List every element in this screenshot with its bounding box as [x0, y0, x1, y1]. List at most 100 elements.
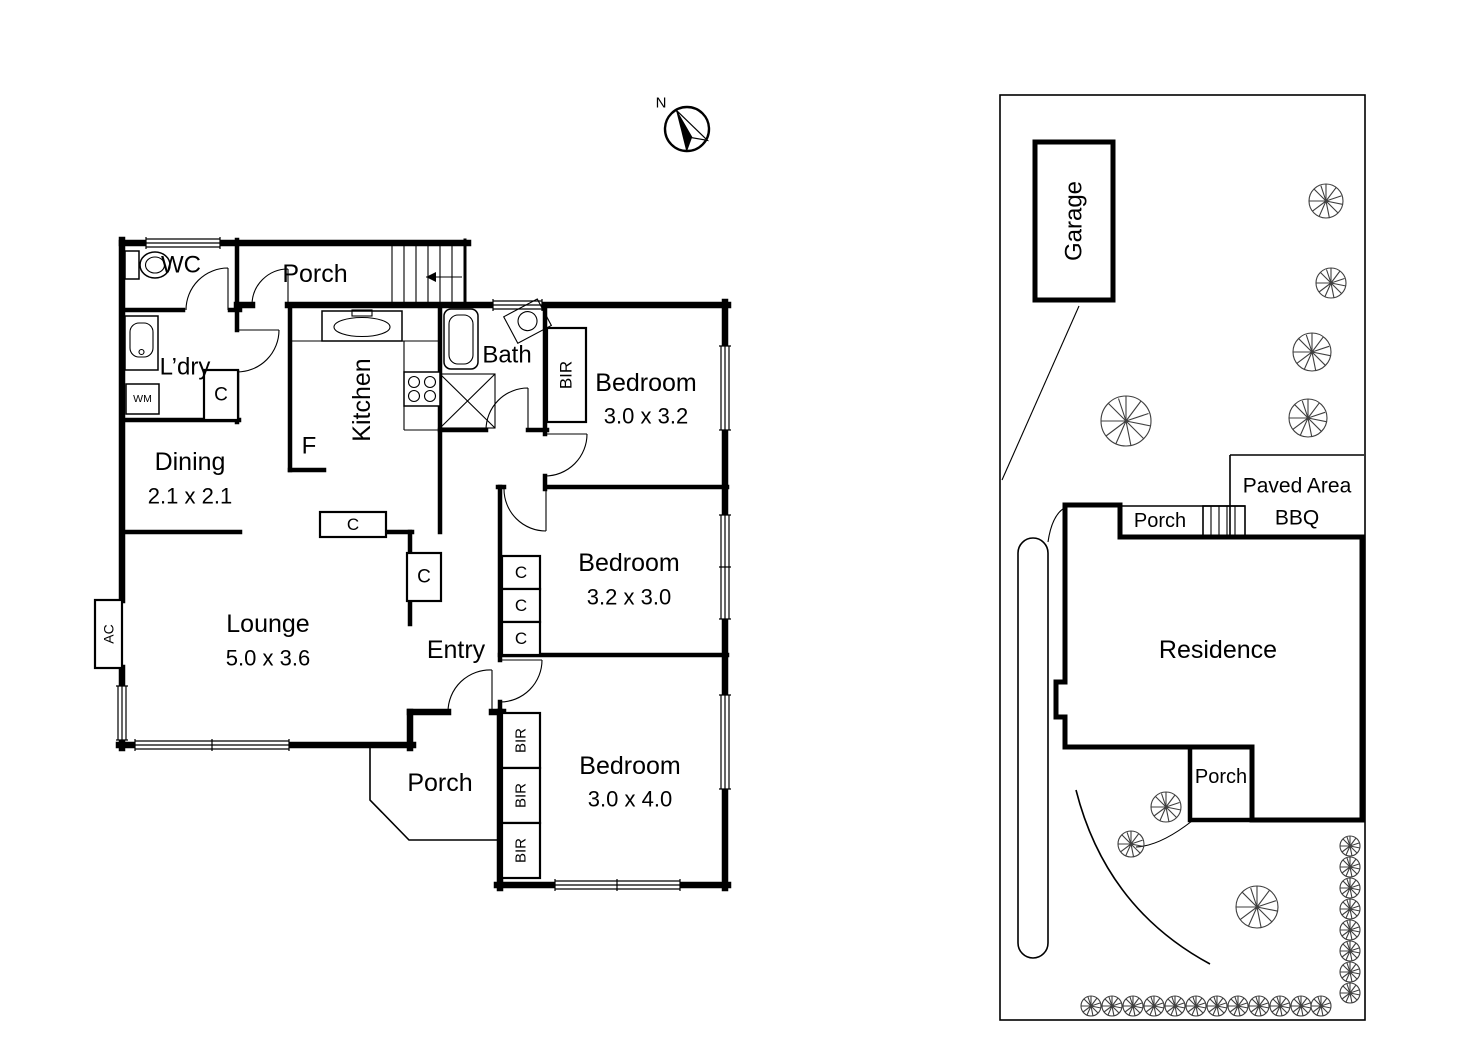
shrub-icon	[1290, 995, 1312, 1017]
room-label-wc: WC	[161, 252, 201, 279]
window	[134, 738, 290, 752]
door-swing	[544, 433, 588, 477]
built-in-robes-bedroom3: BIR BIR BIR	[500, 711, 542, 880]
door-swing	[447, 669, 493, 713]
air-conditioner-unit: AC	[93, 598, 124, 670]
door-swing	[503, 488, 547, 532]
cupboard-hall: C	[318, 510, 388, 539]
window	[115, 685, 129, 741]
driveway-porch-connector	[1047, 506, 1067, 543]
built-in-robe-label: BIR	[557, 361, 576, 389]
tree-icon	[1308, 183, 1344, 219]
bbq-label: BBQ	[1275, 507, 1319, 530]
site-porch-lower-label: Porch	[1195, 766, 1247, 788]
shrub-icon	[1269, 995, 1291, 1017]
room-size-lounge: 5.0 x 3.6	[226, 646, 310, 671]
cupboard-label: C	[515, 596, 527, 615]
cupboard-label: C	[214, 385, 228, 406]
room-label-dining: Dining	[155, 448, 226, 476]
shrub-icon	[1080, 995, 1102, 1017]
cupboard-entry: C	[405, 551, 443, 603]
residence-label: Residence	[1159, 636, 1277, 664]
shower-icon	[439, 373, 496, 429]
room-label-bedroom3: Bedroom	[579, 752, 680, 780]
kitchen-counter	[290, 340, 440, 431]
tree-icon	[1315, 267, 1347, 299]
site-boundary	[999, 94, 1366, 1021]
room-labels: WC Porch L’dry Kitchen F Bath Bedroom 3.…	[148, 252, 697, 812]
room-label-entry: Entry	[427, 636, 486, 664]
shrub-icon	[1101, 995, 1123, 1017]
shrub-icon	[1339, 940, 1361, 962]
floor-plan: WM	[93, 236, 732, 892]
trees	[1099, 183, 1347, 930]
shrub-icon	[1227, 995, 1249, 1017]
basin-icon	[502, 298, 553, 345]
shrub-icon	[1339, 919, 1361, 941]
site-plan: Garage Paved Area BBQ Residence Porch Po…	[999, 94, 1366, 1021]
shrub-icon	[1185, 995, 1207, 1017]
window	[718, 345, 732, 431]
garage: Garage	[1032, 139, 1116, 303]
paved-area-label: Paved Area	[1243, 475, 1352, 498]
compass-needle-icon	[675, 109, 710, 153]
site-porch-upper-label: Porch	[1134, 510, 1186, 532]
doors	[185, 267, 588, 713]
north-label: N	[656, 95, 667, 112]
driveway	[1017, 537, 1049, 959]
room-size-bedroom1: 3.0 x 3.2	[604, 404, 688, 429]
paved-area: Paved Area BBQ	[1229, 454, 1364, 535]
north-arrow: N	[656, 95, 711, 153]
shrub-icon	[1164, 995, 1186, 1017]
cupboard-label: C	[515, 563, 527, 582]
tree-icon	[1287, 397, 1329, 439]
shrub-icon	[1143, 995, 1165, 1017]
tree-icon	[1099, 394, 1153, 448]
fridge-label: F	[302, 433, 317, 460]
shrub-column-right	[1339, 835, 1361, 1004]
site-porch-upper: Porch	[1120, 505, 1246, 538]
cupboards-bedroom2: C C C	[500, 554, 542, 657]
washing-machine-label: WM	[133, 393, 152, 405]
site-porch-lower: Porch	[1187, 744, 1255, 823]
door-swing	[499, 659, 543, 703]
room-label-bath: Bath	[482, 342, 531, 369]
air-conditioner-label: AC	[101, 624, 117, 643]
built-in-robe-label: BIR	[513, 783, 530, 808]
door-swing	[185, 267, 229, 311]
shrub-icon	[1122, 995, 1144, 1017]
window	[145, 236, 221, 250]
shrub-icon	[1339, 856, 1361, 878]
cupboard-laundry: C	[202, 368, 240, 422]
tree-icon	[1117, 830, 1145, 858]
front-yard-boundary-line	[1001, 305, 1080, 481]
tree-icon	[1150, 791, 1182, 823]
shrub-icon	[1339, 835, 1361, 857]
room-label-porch-top: Porch	[282, 260, 347, 288]
windows	[115, 236, 732, 892]
tree-icon	[1291, 331, 1333, 373]
room-label-laundry: L’dry	[160, 354, 211, 381]
toilet-icon	[124, 250, 171, 280]
room-label-bedroom2: Bedroom	[578, 549, 679, 577]
window	[554, 878, 681, 892]
laundry-trough-icon	[124, 315, 159, 371]
garage-label: Garage	[1061, 181, 1088, 261]
built-in-robe-label: BIR	[513, 728, 530, 753]
room-label-kitchen: Kitchen	[348, 358, 376, 441]
room-size-bedroom2: 3.2 x 3.0	[587, 585, 671, 610]
door-swing	[251, 268, 289, 306]
room-size-bedroom3: 3.0 x 4.0	[588, 787, 672, 812]
room-label-bedroom1: Bedroom	[595, 369, 696, 397]
site-stairs-icon	[1202, 505, 1246, 538]
washing-machine-icon: WM	[125, 383, 160, 415]
tree-icon	[1234, 884, 1280, 930]
door-swing	[236, 329, 280, 373]
porch-path-curve	[1135, 820, 1193, 848]
shrub-row-bottom	[1080, 995, 1332, 1017]
cupboard-label: C	[347, 515, 359, 534]
door-swing	[485, 387, 529, 431]
shrub-icon	[1206, 995, 1228, 1017]
